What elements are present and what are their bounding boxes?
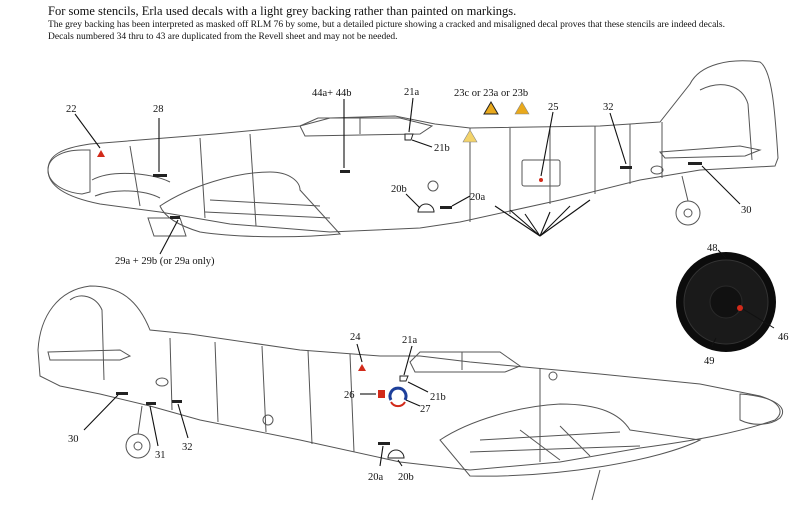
- marking-21-icon: [404, 133, 414, 141]
- stencil-20a: [440, 206, 452, 209]
- stencil-20a-bottom: [378, 442, 390, 445]
- callout-27: 27: [420, 404, 431, 415]
- bottom-profile-aircraft: [37, 285, 783, 501]
- callout-20a-bottom: 20a: [368, 472, 384, 483]
- stencil-28: [153, 174, 167, 177]
- callout-20a: 20a: [470, 192, 486, 203]
- marking-21-icon-bottom: [399, 375, 409, 382]
- callout-49: 49: [704, 356, 715, 367]
- callout-23: 23c or 23a or 23b: [454, 88, 528, 99]
- bottom-labels: 24 21a 21b 26 27 30 31 32 20a 20b: [68, 332, 446, 483]
- callout-24: 24: [350, 332, 361, 343]
- bottom-markings: [116, 364, 409, 459]
- stencil-44: [340, 170, 350, 173]
- bottom-wing: [439, 403, 702, 477]
- spinner-front-view: 48 46 49: [676, 243, 789, 367]
- marker-25: [539, 178, 543, 182]
- spinner-marker-46: [737, 305, 743, 311]
- callout-31: 31: [155, 450, 166, 461]
- note-line-3: Decals numbered 34 thru to 43 are duplic…: [48, 32, 398, 42]
- callout-44: 44a+ 44b: [312, 88, 351, 99]
- callout-26: 26: [344, 390, 355, 401]
- top-markings: [97, 101, 702, 219]
- top-canopy: [299, 117, 434, 137]
- callout-32: 32: [603, 102, 614, 113]
- callout-21a: 21a: [404, 87, 420, 98]
- marking-20b-icon: [417, 203, 435, 213]
- roundel-27: [388, 386, 408, 401]
- marker-26: [378, 390, 385, 398]
- stencil-32-bottom: [172, 400, 182, 403]
- notes-block: For some stencils, Erla used decals with…: [48, 4, 788, 43]
- top-fuselage-outline: [47, 60, 779, 233]
- callout-29: 29a + 29b (or 29a only): [115, 256, 215, 267]
- top-profile-aircraft: [47, 60, 779, 238]
- callout-21a-bottom: 21a: [402, 335, 418, 346]
- warning-triangle-24: [358, 364, 366, 371]
- callout-28: 28: [153, 104, 164, 115]
- callout-30-bottom: 30: [68, 434, 79, 445]
- top-wing: [159, 171, 342, 238]
- callout-21b: 21b: [434, 143, 450, 154]
- marking-23b-icon: [514, 101, 530, 115]
- callout-25: 25: [548, 102, 559, 113]
- note-line-2: The grey backing has been interpreted as…: [48, 20, 725, 30]
- stencil-31: [146, 402, 156, 405]
- top-labels: 22 28 44a+ 44b 21a 21b 23c or 23a or 23b…: [66, 87, 752, 267]
- marking-23a-icon: [462, 129, 478, 143]
- callout-32-bottom: 32: [182, 442, 193, 453]
- bottom-fuselage-outline: [37, 285, 781, 471]
- marking-20b-icon-bottom: [387, 449, 405, 459]
- bottom-canopy: [409, 351, 522, 373]
- callout-20b: 20b: [391, 184, 407, 195]
- note-line-1: For some stencils, Erla used decals with…: [48, 4, 517, 18]
- warning-triangle-22: [97, 150, 105, 157]
- top-leader-lines: [74, 97, 741, 255]
- marking-23c-icon: [483, 101, 499, 115]
- callout-21b-bottom: 21b: [430, 392, 446, 403]
- stencil-32: [620, 166, 632, 169]
- top-spinner: [47, 149, 91, 195]
- callout-20b-bottom: 20b: [398, 472, 414, 483]
- callout-30: 30: [741, 205, 752, 216]
- callout-48: 48: [707, 243, 718, 254]
- callout-22: 22: [66, 104, 77, 115]
- stencil-30: [688, 162, 702, 165]
- callout-46: 46: [778, 332, 789, 343]
- stencil-30-bottom: [116, 392, 128, 395]
- bottom-leader-lines: [83, 343, 429, 467]
